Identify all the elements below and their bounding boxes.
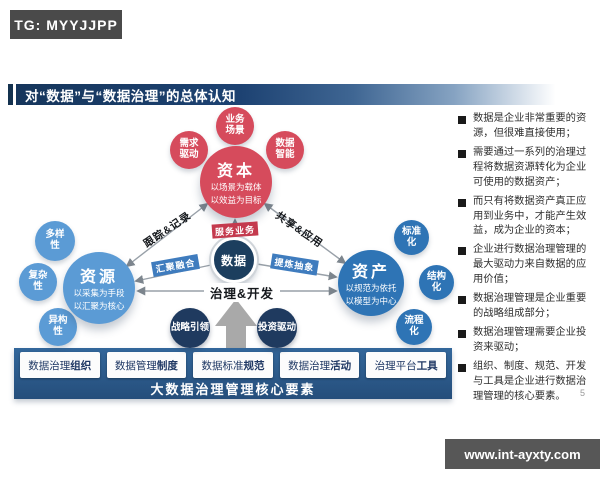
circle-label: 业务场景 (225, 114, 245, 136)
note-item: 数据治理管理是企业重要的战略组成部分； (458, 292, 596, 322)
note-item: 数据治理管理需要企业投资来驱动； (458, 326, 596, 356)
square-bullet-icon (458, 329, 466, 338)
note-text: 企业进行数据治理管理的最大驱动力来自数据的应用价值； (473, 244, 587, 286)
square-bullet-icon (458, 116, 466, 124)
box-prefix: 数据治理 (28, 359, 71, 372)
circle-label: 投资驱动 (257, 321, 296, 333)
note-item: 数据是企业非常重要的资源，但很难直接使用； (458, 112, 596, 142)
circle-label: 数据智能 (275, 138, 295, 160)
foundation-box-organization: 数据治理组织 (20, 352, 100, 378)
circle-demand-driven: 需求驱动 (170, 131, 208, 169)
circle-subtitle: 以场景为载体 (210, 181, 262, 192)
circle-resource: 资源 以采集为手段 以汇聚为核心 (63, 252, 135, 324)
circle-title: 资本 (216, 162, 255, 180)
circle-subtitle: 以模型为中心 (345, 296, 397, 306)
circle-label: 复杂性 (28, 270, 48, 292)
label-refine-abstract: 提炼抽象 (270, 253, 319, 276)
circle-data-core: 数据 (211, 237, 257, 283)
label-aggregate-fuse: 汇聚融合 (151, 254, 200, 277)
circle-label: 流程化 (404, 315, 424, 337)
circle-asset: 资产 以规范为依托 以模型为中心 (338, 250, 404, 316)
box-suffix: 制度 (156, 359, 178, 372)
circle-label: 结构化 (426, 270, 446, 293)
circle-label: 需求驱动 (179, 138, 199, 160)
square-bullet-icon (458, 149, 466, 158)
circle-subtitle: 以采集为手段 (73, 287, 125, 298)
note-text: 数据治理管理是企业重要的战略组成部分； (473, 293, 587, 320)
note-text: 组织、制度、规范、开发与工具是企业进行数据治理管理的核心要素。 (473, 360, 587, 402)
circle-structurization: 结构化 (419, 265, 454, 300)
circle-subtitle: 以效益为目标 (210, 195, 262, 205)
foundation-banner-title: 大数据治理管理核心要素 (150, 382, 316, 397)
circle-title: 资产 (351, 263, 390, 281)
title-accent-bar (8, 84, 13, 105)
square-bullet-icon (458, 363, 466, 372)
circle-standardization: 标准化 (394, 220, 429, 255)
circle-business-scene: 业务场景 (216, 107, 254, 145)
up-arrow (215, 299, 257, 352)
slide-title-bar: 对“数据”与“数据治理”的总体认知 (8, 84, 578, 105)
circle-label: 多样性 (45, 229, 65, 251)
circle-label: 标准化 (401, 225, 421, 248)
title-gradient-bar: 对“数据”与“数据治理”的总体认知 (16, 84, 578, 105)
note-text: 而只有将数据资产真正应用到业务中，才能产生效益，成为企业的资本； (473, 195, 587, 237)
box-prefix: 数据治理 (288, 359, 331, 372)
notes-column: 数据是企业非常重要的资源，但很难直接使用； 需要通过一系列的治理过程将数据资源转… (458, 112, 596, 405)
note-item: 组织、制度、规范、开发与工具是企业进行数据治理管理的核心要素。 (458, 360, 596, 405)
box-prefix: 数据标准 (201, 359, 244, 372)
box-suffix: 活动 (330, 359, 352, 372)
watermark-website: www.int-ayxty.com (445, 439, 600, 469)
box-prefix: 数据管理 (114, 359, 157, 372)
circle-subtitle: 以汇聚为核心 (73, 301, 125, 311)
circle-data-intelligence: 数据智能 (266, 131, 304, 169)
label-serve-business: 服务业务 (211, 221, 259, 239)
box-suffix: 规范 (243, 359, 265, 372)
label-share-apply: 共享&应用 (273, 209, 326, 251)
note-item: 需要通过一系列的治理过程将数据资源转化为企业可使用的数据资产； (458, 146, 596, 191)
box-prefix: 治理平台 (374, 359, 417, 372)
label-govern-develop: 治理&开发 (204, 283, 281, 302)
box-suffix: 组织 (70, 359, 92, 372)
note-text: 数据是企业非常重要的资源，但很难直接使用； (473, 113, 587, 139)
circle-subtitle: 以规范为依托 (345, 282, 397, 293)
box-suffix: 工具 (416, 359, 438, 372)
note-item: 而只有将数据资产真正应用到业务中，才能产生效益，成为企业的资本； (458, 195, 596, 240)
page-number: 5 (580, 388, 586, 398)
circle-title: 资源 (79, 268, 118, 286)
circle-investment-driven: 投资驱动 (257, 308, 297, 348)
foundation-box-standard: 数据标准规范 (193, 352, 273, 378)
square-bullet-icon (458, 198, 466, 207)
circle-capital: 资本 以场景为载体 以效益为目标 (200, 146, 272, 218)
circle-strategy-lead: 战略引领 (170, 308, 210, 348)
circle-heterogeneity: 异构性 (39, 308, 77, 346)
foundation-banner: 数据治理组织 数据管理制度 数据标准规范 数据治理活动 治理平台工具 大数据治理… (14, 348, 452, 399)
circle-label: 异构性 (48, 315, 68, 337)
square-bullet-icon (458, 296, 466, 305)
note-text: 需要通过一系列的治理过程将数据资源转化为企业可使用的数据资产； (473, 146, 587, 188)
note-text: 数据治理管理需要企业投资来驱动； (473, 326, 587, 353)
foundation-box-system: 数据管理制度 (106, 352, 187, 378)
label-track-record: 跟踪&记录 (141, 209, 194, 251)
page-title: 对“数据”与“数据治理”的总体认知 (25, 88, 236, 104)
foundation-box-row: 数据治理组织 数据管理制度 数据标准规范 数据治理活动 治理平台工具 (14, 348, 452, 378)
foundation-box-tool: 治理平台工具 (366, 352, 446, 378)
note-item: 企业进行数据治理管理的最大驱动力来自数据的应用价值； (458, 243, 596, 288)
square-bullet-icon (458, 247, 466, 256)
circle-processization: 流程化 (396, 309, 432, 345)
circle-complexity: 复杂性 (19, 263, 57, 301)
circle-label: 战略引领 (170, 321, 209, 333)
watermark-tg-label: TG: MYYJJPP (10, 10, 122, 39)
circle-diversity: 多样性 (35, 221, 75, 261)
foundation-box-activity: 数据治理活动 (279, 352, 360, 378)
